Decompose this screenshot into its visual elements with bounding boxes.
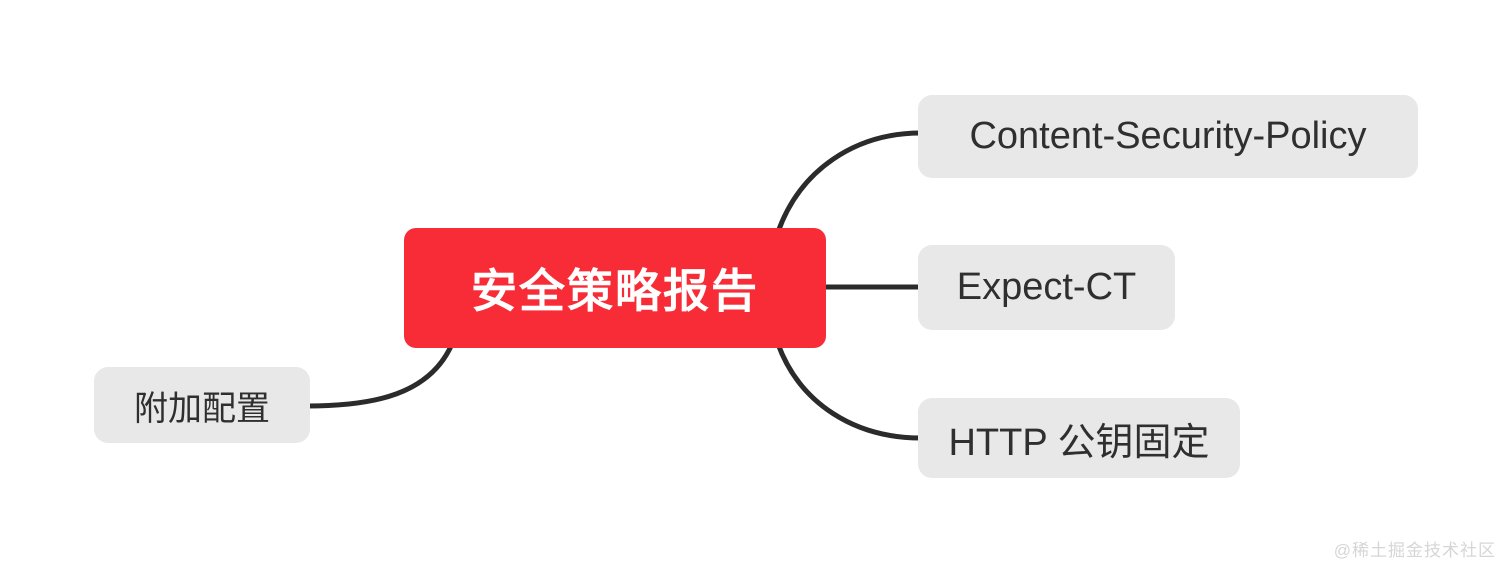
branch-node-label-csp: Content-Security-Policy (969, 115, 1367, 157)
branch-node-label-expect-ct: Expect-CT (956, 266, 1137, 308)
root-node-security-policy-report[interactable]: 安全策略报告 (404, 228, 826, 348)
connector-root-to-hpkp (775, 341, 924, 441)
branch-node-label-extra: 附加配置 (134, 389, 270, 428)
branch-node-label-hpkp: HTTP 公钥固定 (948, 421, 1210, 464)
branch-node-http-public-key-pinning[interactable]: HTTP 公钥固定 (918, 398, 1240, 478)
branch-node-expect-ct[interactable]: Expect-CT (918, 245, 1175, 330)
connector-root-to-extra (304, 341, 455, 409)
watermark: @稀土掘金技术社区 (1333, 541, 1496, 560)
root-node-label: 安全策略报告 (471, 265, 759, 317)
connector-root-to-csp (775, 130, 924, 235)
branch-node-additional-configuration[interactable]: 附加配置 (94, 367, 310, 443)
branch-node-content-security-policy[interactable]: Content-Security-Policy (918, 95, 1418, 178)
